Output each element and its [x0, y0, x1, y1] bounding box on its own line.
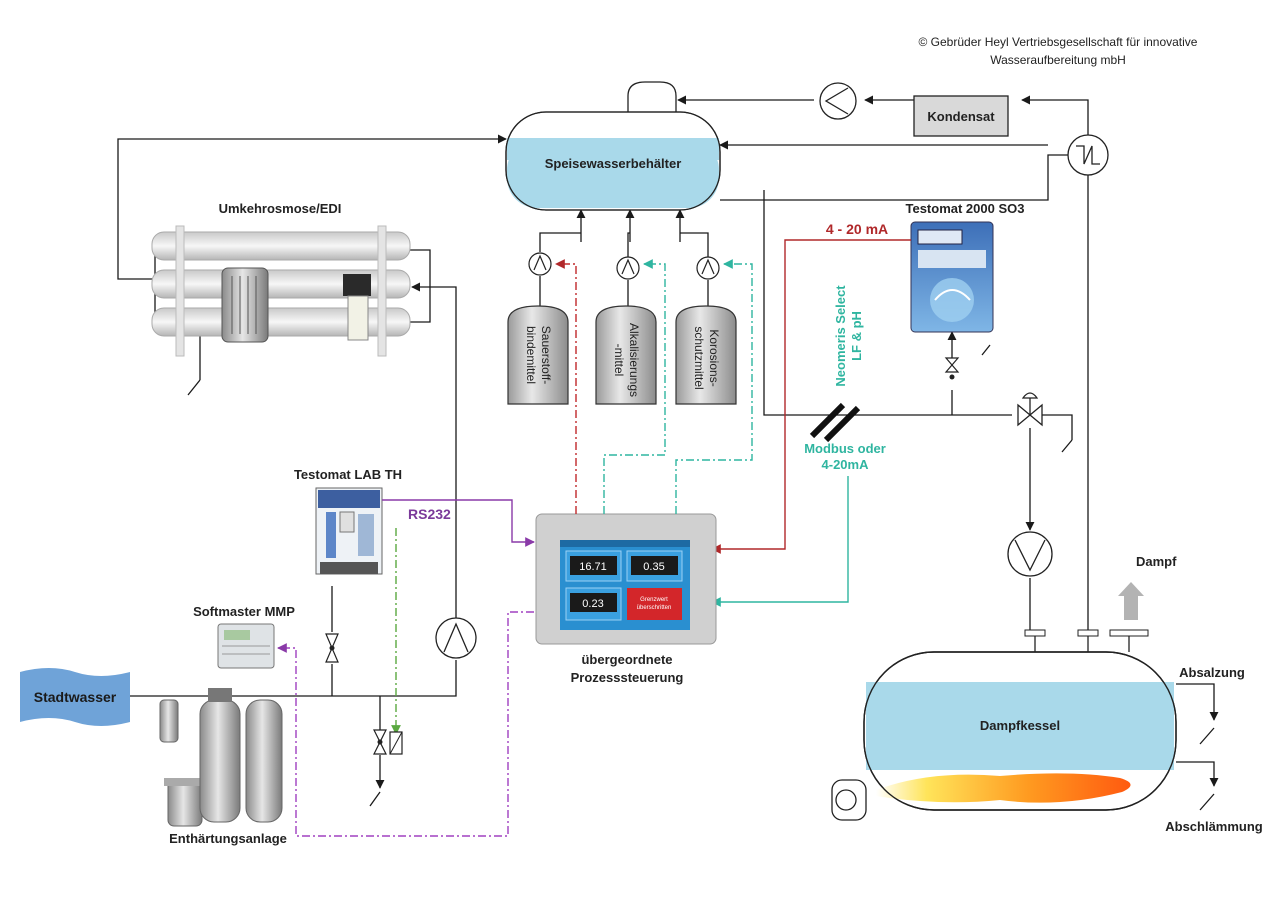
steam-boiler: Dampfkessel [831, 629, 1177, 821]
svg-text:Dampfkessel: Dampfkessel [980, 718, 1060, 733]
testomat-lab-device: Testomat LAB TH [294, 467, 402, 575]
pipework [117, 95, 1219, 789]
neomeris-sensor: Neomeris Select LF & pH Modbus oder 4-20… [711, 285, 886, 607]
rs232-link: RS232 [382, 499, 535, 547]
testomat-2000-device: Testomat 2000 SO3 [906, 201, 1025, 356]
svg-text:Sauerstoff-: Sauerstoff- [539, 326, 553, 384]
svg-text:Testomat LAB TH: Testomat LAB TH [294, 467, 402, 482]
svg-text:schutzmittel: schutzmittel [692, 326, 706, 389]
copyright-notice: © Gebrüder Heyl Vertriebsgesellschaft fü… [919, 35, 1198, 67]
tank-oxygen-binder: Sauerstoff- bindemittel [507, 305, 569, 405]
svg-text:Umkehrosmose/EDI: Umkehrosmose/EDI [219, 201, 342, 216]
svg-text:0.23: 0.23 [582, 598, 603, 610]
svg-text:-mittel: -mittel [612, 344, 626, 377]
svg-text:Stadtwasser: Stadtwasser [34, 689, 117, 705]
svg-text:Prozesssteuerung: Prozesssteuerung [571, 670, 684, 685]
process-control-panel: 16.71 0.35 0.23 Grenzwert überschritten … [535, 513, 717, 685]
softmaster-device: Softmaster MMP [193, 604, 295, 669]
svg-text:Alkalisierungs: Alkalisierungs [627, 323, 641, 397]
condensate-pump-icon [819, 82, 857, 120]
dosing-pump-2-icon [616, 256, 640, 280]
steam-arrow-icon: Dampf [1118, 554, 1177, 620]
svg-text:4 - 20 mA: 4 - 20 mA [826, 221, 888, 237]
dosing-pump-3-icon [696, 256, 720, 280]
tank-corrosion-inhibitor: Korosions- schutzmittel [675, 305, 737, 405]
svg-text:Softmaster MMP: Softmaster MMP [193, 604, 295, 619]
lab-sample-valve-icon [325, 633, 339, 663]
svg-text:LF & pH: LF & pH [849, 311, 864, 361]
heat-exchanger-icon [1067, 134, 1109, 176]
softmaster-control-line [277, 611, 534, 837]
condensate-box: Kondensat [913, 95, 1009, 137]
svg-text:bindemittel: bindemittel [524, 326, 538, 384]
svg-text:Grenzwert: Grenzwert [640, 597, 668, 603]
svg-text:Modbus oder: Modbus oder [804, 441, 886, 456]
svg-text:© Gebrüder Heyl Vertriebsgesel: © Gebrüder Heyl Vertriebsgesellschaft fü… [919, 35, 1198, 49]
boiler-feed-pump-icon [1007, 531, 1053, 577]
water-softener: Enthärtungsanlage [159, 688, 287, 846]
svg-text:Neomeris Select: Neomeris Select [833, 285, 848, 387]
svg-text:Korosions-: Korosions- [707, 329, 721, 386]
reverse-osmosis-unit: Umkehrosmose/EDI [151, 201, 411, 396]
svg-text:Testomat 2000 SO3: Testomat 2000 SO3 [906, 201, 1025, 216]
svg-text:übergeordnete: übergeordnete [581, 652, 672, 667]
svg-text:Dampf: Dampf [1136, 554, 1177, 569]
svg-text:Abschlämmung: Abschlämmung [1165, 819, 1263, 834]
signal-4-20ma: 4 - 20 mA [711, 221, 911, 554]
feedwater-tank-label: Speisewasserbehälter [545, 156, 682, 171]
sample-valve-icon [944, 357, 960, 380]
svg-text:Wasseraufbereitung mbH: Wasseraufbereitung mbH [990, 53, 1126, 67]
feed-valve-icon [1017, 392, 1073, 453]
svg-text:0.35: 0.35 [643, 561, 664, 573]
svg-text:Kondensat: Kondensat [927, 109, 995, 124]
svg-text:überschritten: überschritten [637, 605, 672, 611]
svg-text:RS232: RS232 [408, 506, 451, 522]
ro-feed-pump-icon [435, 617, 477, 659]
blowdown-drains: Absalzung Abschlämmung [1165, 665, 1263, 834]
feedwater-tank: Speisewasserbehälter [505, 81, 721, 211]
tank-alkalizing-agent: Alkalisierungs -mittel [595, 305, 657, 405]
svg-text:4-20mA: 4-20mA [822, 457, 870, 472]
svg-text:Absalzung: Absalzung [1179, 665, 1245, 680]
svg-text:Enthärtungsanlage: Enthärtungsanlage [169, 831, 287, 846]
svg-text:16.71: 16.71 [579, 561, 607, 573]
dosing-control-lines [555, 259, 753, 514]
dosing-pump-1-icon [528, 252, 552, 276]
city-water-source: Stadtwasser [20, 668, 130, 726]
solenoid-valve-icon [369, 729, 403, 807]
